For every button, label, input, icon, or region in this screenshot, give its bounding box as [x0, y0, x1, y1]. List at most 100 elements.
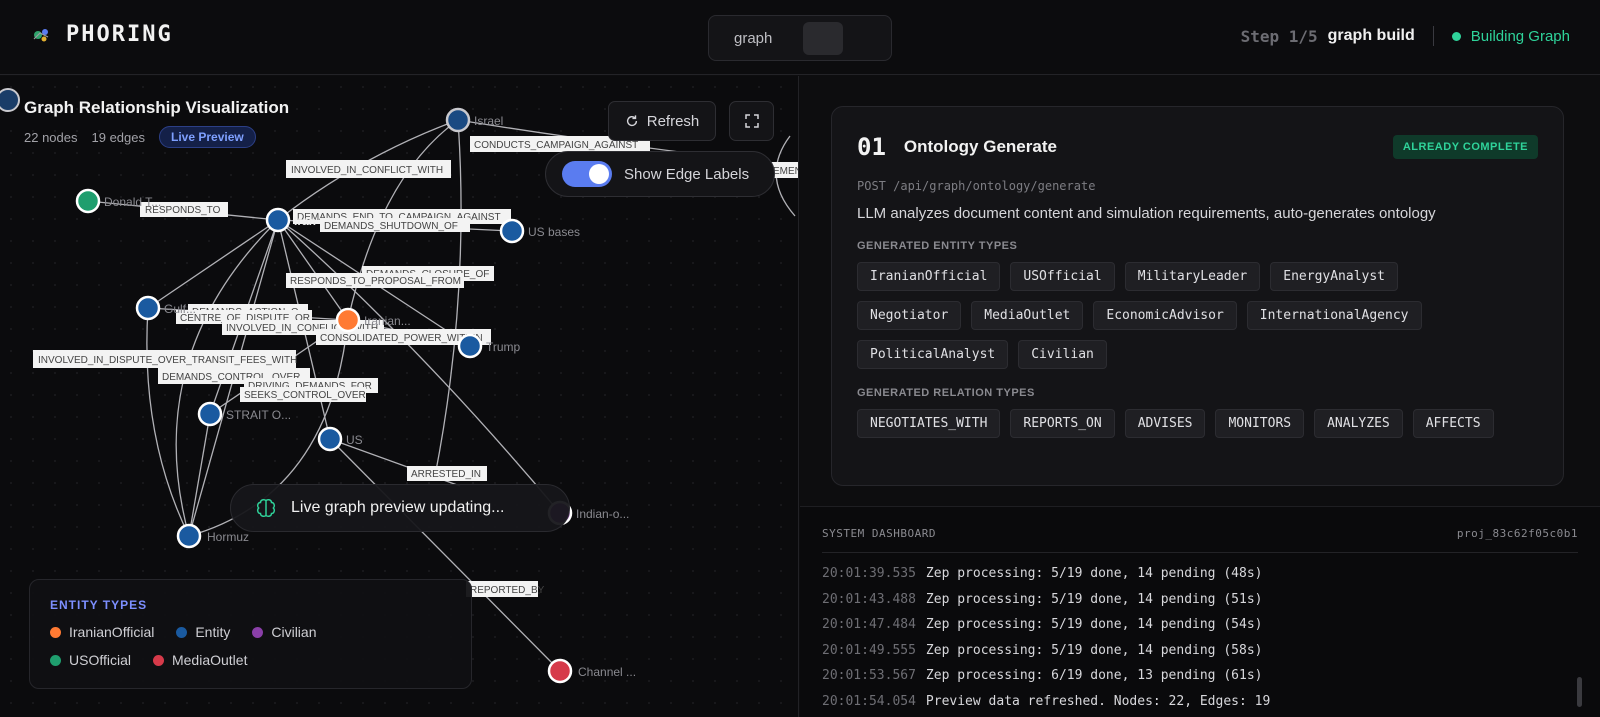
svg-text:Trump: Trump — [486, 340, 521, 354]
svg-text:DEMANDS_SHUTDOWN_OF: DEMANDS_SHUTDOWN_OF — [324, 221, 458, 232]
log-message: Zep processing: 5/19 done, 14 pending (5… — [925, 642, 1263, 658]
project-id: proj_83c62f05c0b1 — [1456, 527, 1578, 540]
edge-label: RESPONDS_TO — [140, 202, 228, 217]
log-timestamp: 20:01:53.567 — [822, 668, 916, 683]
svg-text:Gulf...: Gulf... — [164, 302, 196, 316]
log-row: 20:01:49.555 Zep processing: 5/19 done, 1… — [822, 638, 1578, 664]
graph-node[interactable]: Trump — [457, 333, 521, 359]
svg-text:INVOLVED_IN_CONFLICT_WITH: INVOLVED_IN_CONFLICT_WITH — [226, 323, 378, 334]
refresh-button[interactable]: Refresh — [608, 101, 716, 141]
graph-node[interactable]: Iran — [265, 207, 316, 233]
graph-edge — [329, 438, 561, 672]
brain-icon — [256, 498, 276, 518]
brand-logo[interactable]: PHORING — [30, 22, 173, 47]
graph-node[interactable]: Hormuz — [176, 523, 249, 549]
graph-node[interactable]: STRAIT O... — [197, 401, 291, 427]
log-timestamp: 20:01:39.535 — [822, 566, 916, 581]
log-message: Zep processing: 5/19 done, 14 pending (5… — [925, 591, 1263, 607]
edge-labels-switch[interactable] — [562, 161, 612, 187]
edge-label: INVOLVED_IN_DISPUTE_OVER_TRANSIT_FEES_WI… — [33, 350, 297, 368]
svg-text:INVOLVED_IN_DISPUTE_OVER_TRANS: INVOLVED_IN_DISPUTE_OVER_TRANSIT_FEES_WI… — [38, 355, 297, 366]
log-timestamp: 20:01:54.054 — [822, 693, 916, 709]
log-message: Zep processing: 5/19 done, 14 pending (4… — [925, 566, 1263, 581]
edge-label: CONSOLIDATED_POWER_WITHIN — [316, 329, 491, 345]
relation-tag: ADVISES — [1124, 409, 1206, 438]
legend-label: MediaOutlet — [171, 652, 248, 668]
graph-node[interactable]: US bases — [499, 218, 580, 244]
edge-labels-toggle[interactable]: Show Edge Labels — [545, 151, 775, 197]
fullscreen-button[interactable] — [729, 101, 774, 141]
complete-badge: ALREADY COMPLETE — [1392, 135, 1538, 159]
brand-name: PHORING — [66, 22, 173, 47]
view-mode-knob[interactable] — [803, 22, 843, 55]
ontology-card-header: 01 Ontology Generate ALREADY COMPLETE — [857, 133, 1538, 161]
step-number: 01 — [857, 133, 886, 161]
legend-row: USOfficial MediaOutlet — [50, 652, 451, 668]
logo-icon — [33, 28, 49, 41]
entity-tag: USOfficial — [1010, 262, 1115, 291]
legend-dot-icon — [152, 654, 164, 666]
edge-label: INVOLVED_IN_CONFLICT_WITH — [286, 160, 451, 178]
entity-tag: Negotiator — [857, 301, 962, 330]
svg-text:Channel ...: Channel ... — [578, 665, 636, 679]
log-message: Preview data refreshed. Nodes: 22, Edges… — [925, 693, 1271, 709]
refresh-label: Refresh — [646, 112, 700, 130]
legend-item: USOfficial — [50, 652, 131, 668]
graph-node[interactable]: Gulf... — [135, 295, 196, 321]
system-dashboard: SYSTEM DASHBOARD proj_83c62f05c0b1 20:01… — [800, 506, 1600, 717]
graph-node[interactable]: US — [317, 426, 363, 452]
dashboard-title: SYSTEM DASHBOARD — [822, 527, 936, 540]
svg-text:US bases: US bases — [528, 225, 580, 239]
svg-text:EMEN...: EMEN... — [773, 166, 799, 177]
status-dot-icon — [1451, 31, 1461, 41]
graph-edge — [147, 219, 279, 309]
svg-text:REPORTED_BY: REPORTED_BY — [470, 585, 545, 596]
svg-text:Indian-o...: Indian-o... — [576, 507, 629, 521]
graph-node[interactable]: Israel — [445, 107, 503, 133]
entity-tag: EnergyAnalyst — [1270, 262, 1399, 291]
graph-node[interactable]: Iranian... — [335, 307, 411, 333]
build-status: Step 1/5 graph build Building Graph — [1241, 26, 1570, 46]
step-title: Ontology Generate — [903, 137, 1057, 156]
graph-node[interactable] — [0, 88, 20, 112]
edge-labels-toggle-label: Show Edge Labels — [624, 165, 750, 183]
svg-text:US: US — [346, 433, 363, 447]
legend-item: Entity — [176, 624, 230, 640]
graph-node[interactable]: Channel ... — [547, 658, 636, 684]
relation-tag: REPORTS_ON — [1010, 409, 1115, 438]
legend-row: IranianOfficial Entity Civilian — [50, 624, 451, 640]
entity-types-label: GENERATED ENTITY TYPES — [857, 240, 1018, 252]
svg-text:STRAIT O...: STRAIT O... — [226, 408, 291, 422]
app-header: PHORING graph Step 1/5 graph build Build… — [0, 0, 1600, 75]
entity-types-legend: ENTITY TYPES IranianOfficial Entity Civi… — [29, 579, 472, 689]
edge-count: 19 edges — [91, 129, 146, 145]
edge-label: ARRESTED_IN — [407, 466, 487, 481]
log-timestamp: 20:01:47.484 — [822, 617, 916, 632]
log-row: 20:01:39.535 Zep processing: 5/19 done, 1… — [822, 561, 1578, 587]
edge-label: EMEN... — [771, 162, 799, 178]
log-scrollbar[interactable] — [1577, 677, 1582, 707]
api-endpoint: POST /api/graph/ontology/generate — [857, 179, 1096, 193]
edge-label: CONDUCTS_CAMPAIGN_AGAINST — [470, 136, 650, 152]
legend-dot-icon — [252, 626, 264, 638]
graph-node[interactable]: Donald T... — [75, 188, 161, 214]
legend-dot-icon — [50, 626, 61, 638]
view-mode-label: graph — [734, 29, 773, 47]
svg-text:RESPONDS_TO_PROPOSAL_FROM: RESPONDS_TO_PROPOSAL_FROM — [290, 276, 461, 287]
graph-edge — [277, 219, 349, 321]
graph-meta: 22 nodes 19 edges Live Preview — [24, 126, 256, 148]
dashboard-divider — [822, 552, 1578, 553]
entity-tag: IranianOfficial — [857, 262, 1001, 291]
svg-text:Iran: Iran — [294, 214, 316, 228]
svg-text:ARRESTED_IN: ARRESTED_IN — [411, 469, 481, 480]
graph-canvas[interactable]: CONDUCTS_CAMPAIGN_AGAINST INVOLVED_IN_CO… — [0, 76, 799, 717]
view-mode-switch[interactable]: graph — [708, 15, 892, 61]
status-text: Building Graph — [1470, 27, 1570, 45]
log-timestamp: 20:01:49.555 — [822, 642, 916, 658]
edge-label: RESPONDS_TO_PROPOSAL_FROM — [286, 273, 464, 288]
graph-nodes: Israel Donald T... Iran US bases Gulf...… — [0, 88, 636, 684]
